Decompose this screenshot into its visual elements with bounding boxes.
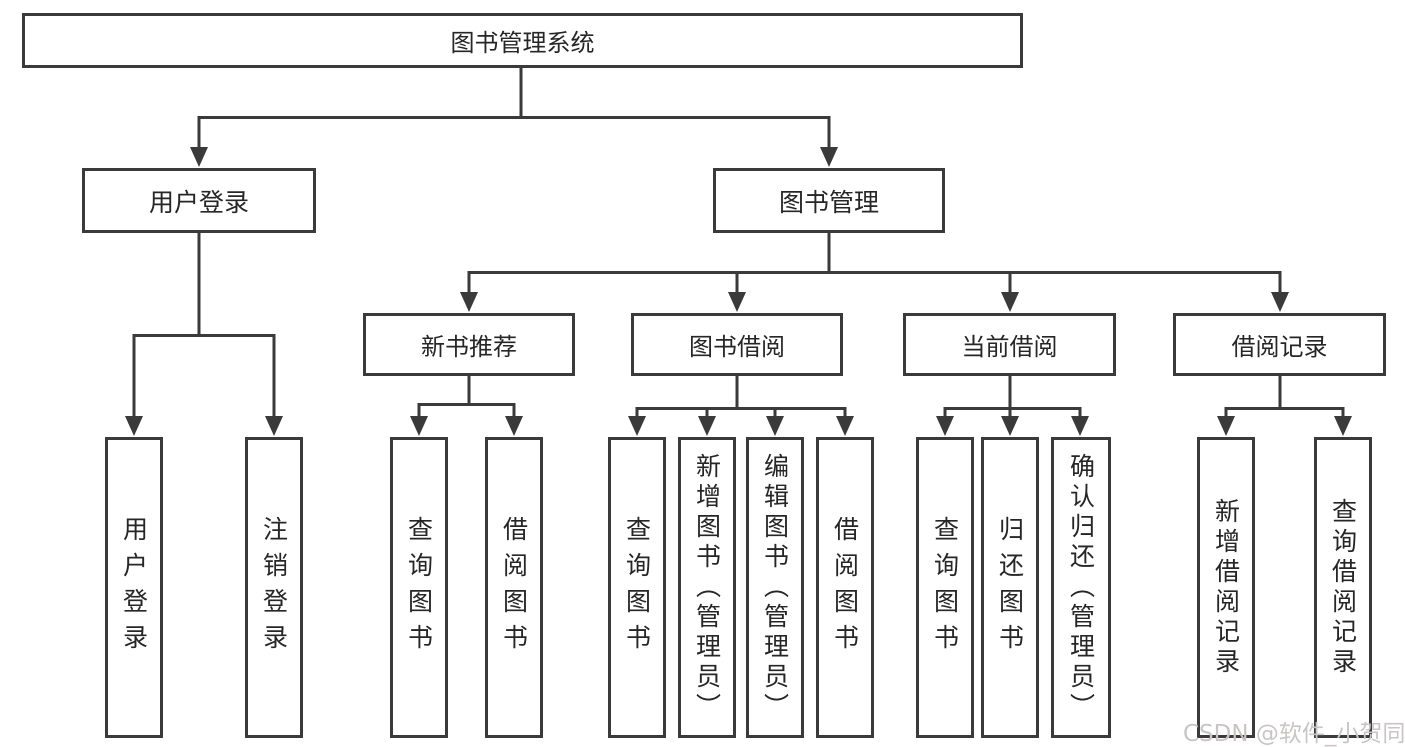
node-book-management: 图书管理 [713,168,945,233]
leaf-logout: 注销登录 [245,437,303,738]
node-label: 查询图书 [404,515,434,660]
leaf-edit-books-admin: 编辑图书（管理员） [746,437,804,738]
node-label: 新增借阅记录 [1211,497,1241,678]
node-borrow-records: 借阅记录 [1173,313,1386,376]
node-book-borrow: 图书借阅 [631,313,843,376]
node-label: 查询图书 [930,515,960,660]
node-label: 新增图书（管理员） [692,452,722,723]
node-label: 编辑图书（管理员） [760,452,790,723]
node-label: 归还图书 [995,515,1025,660]
leaf-borrow-books-recommend: 借阅图书 [485,437,543,738]
connector-new-book-to-leaves [410,373,523,436]
leaf-user-login: 用户登录 [105,437,163,738]
node-label: 注销登录 [259,515,289,660]
leaf-borrow-books: 借阅图书 [816,437,874,738]
node-label: 借阅图书 [499,515,529,660]
leaf-confirm-return-admin: 确认归还（管理员） [1051,437,1111,738]
connector-current-borrow-to-leaves [936,373,1089,436]
node-label: 当前借阅 [961,333,1058,361]
node-label: 图书借阅 [689,333,785,361]
connector-book-borrow-to-leaves [628,373,854,436]
node-label: 确认归还（管理员） [1066,452,1096,723]
node-label: 图书管理 [778,187,879,217]
connector-root-to-level1 [190,66,838,167]
node-label: 图书管理系统 [450,29,595,57]
node-user-login: 用户登录 [82,168,316,233]
node-label: 用户登录 [119,515,149,660]
node-label: 借阅图书 [830,515,860,660]
node-current-borrow: 当前借阅 [903,313,1116,376]
leaf-query-books-recommend: 查询图书 [390,437,448,738]
connector-book-management-to-level2 [460,231,1289,312]
leaf-return-books: 归还图书 [981,437,1039,738]
connector-borrow-records-to-leaves [1217,373,1352,436]
connector-user-login-to-leaves [125,231,283,436]
node-label: 查询借阅记录 [1328,497,1358,678]
node-label: 新书推荐 [421,333,517,361]
node-label: 用户登录 [148,187,249,217]
node-label: 查询图书 [622,515,652,660]
node-label: 借阅记录 [1231,333,1328,361]
watermark: CSDN @软件_小贺同学 [1183,721,1405,747]
leaf-query-books-current: 查询图书 [916,437,974,738]
leaf-add-books-admin: 新增图书（管理员） [678,437,736,738]
node-new-book-recommend: 新书推荐 [363,313,575,376]
leaf-add-borrow-record: 新增借阅记录 [1197,437,1255,738]
node-library-system: 图书管理系统 [22,13,1023,68]
leaf-query-books-borrow: 查询图书 [608,437,666,738]
leaf-query-borrow-record: 查询借阅记录 [1314,437,1372,738]
